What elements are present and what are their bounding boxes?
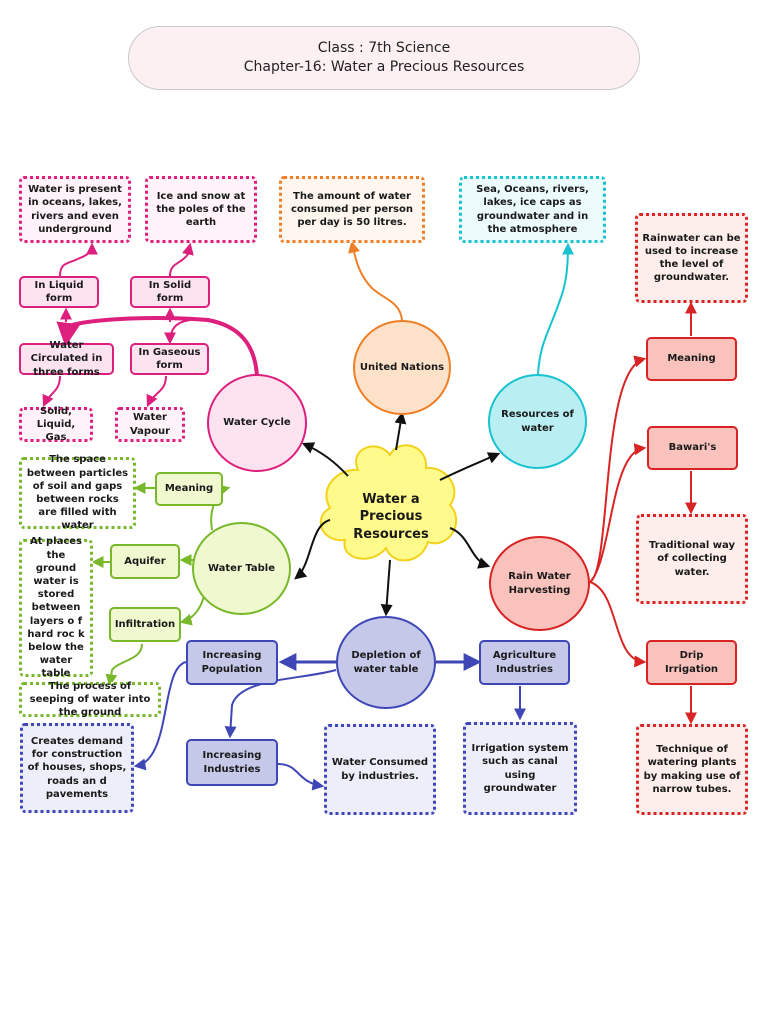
solid-liquid-gas-note: Solid, Liquid, Gas [19, 406, 93, 443]
drip-irrigation-note: Technique of watering plants by making u… [636, 724, 748, 815]
center-cloud-shape [319, 444, 457, 562]
bawaris-node: Bawari's [647, 426, 738, 470]
center-topic: Water a Precious Resources [353, 491, 429, 542]
drip-irrigation-node: Drip Irrigation [646, 640, 737, 685]
increasing-population-node: Increasing Population [186, 640, 278, 685]
resources-list-note: Sea, Oceans, rivers, lakes, ice caps as … [459, 176, 606, 243]
rwh-meaning-node: Meaning [646, 337, 737, 381]
water-table-node: Water Table [192, 522, 291, 615]
depletion-node: Depletion of water table [336, 616, 436, 709]
water-table-meaning-node: Meaning [155, 472, 223, 506]
liquid-form-node: In Liquid form [19, 276, 99, 308]
aquifer-note: At places the ground water is stored bet… [19, 536, 93, 679]
rwh-meaning-note: Rainwater can be used to increase the le… [635, 213, 748, 303]
three-forms-node: Water Circulated in three forms [19, 340, 114, 378]
infiltration-node: Infiltration [109, 607, 181, 642]
title-banner: Class : 7th Science Chapter-16: Water a … [128, 26, 640, 90]
agriculture-industries-node: Agriculture Industries [479, 640, 570, 685]
title-chapter: Chapter-16: Water a Precious Resources [243, 59, 525, 75]
solid-form-node: In Solid form [130, 276, 210, 308]
water-cycle-node: Water Cycle [207, 374, 307, 472]
bawaris-note: Traditional way of collecting water. [636, 514, 748, 604]
water-consumption-note: The amount of water consumed per person … [279, 176, 425, 243]
water-present-note: Water is present in oceans, lakes, river… [19, 176, 131, 243]
agriculture-note: Irrigation system such as canal using gr… [463, 722, 577, 815]
water-vapour-note: Water Vapour [115, 407, 185, 442]
industries-note: Water Consumed by industries. [324, 724, 436, 815]
gaseous-form-node: In Gaseous form [130, 343, 209, 375]
water-table-meaning-note: The space between particles of soil and … [19, 454, 136, 531]
aquifer-node: Aquifer [110, 544, 180, 579]
title-class: Class : 7th Science [317, 40, 451, 57]
population-note: Creates demand for construction of house… [20, 723, 134, 813]
resources-node: Resources of water [488, 374, 587, 469]
united-nations-node: United Nations [353, 320, 451, 415]
ice-snow-note: Ice and snow at the poles of the earth [145, 176, 257, 243]
infiltration-note: The process of seeping of water into the… [19, 681, 161, 718]
increasing-industries-node: Increasing Industries [186, 739, 278, 786]
rain-water-harvesting-node: Rain Water Harvesting [489, 536, 590, 631]
